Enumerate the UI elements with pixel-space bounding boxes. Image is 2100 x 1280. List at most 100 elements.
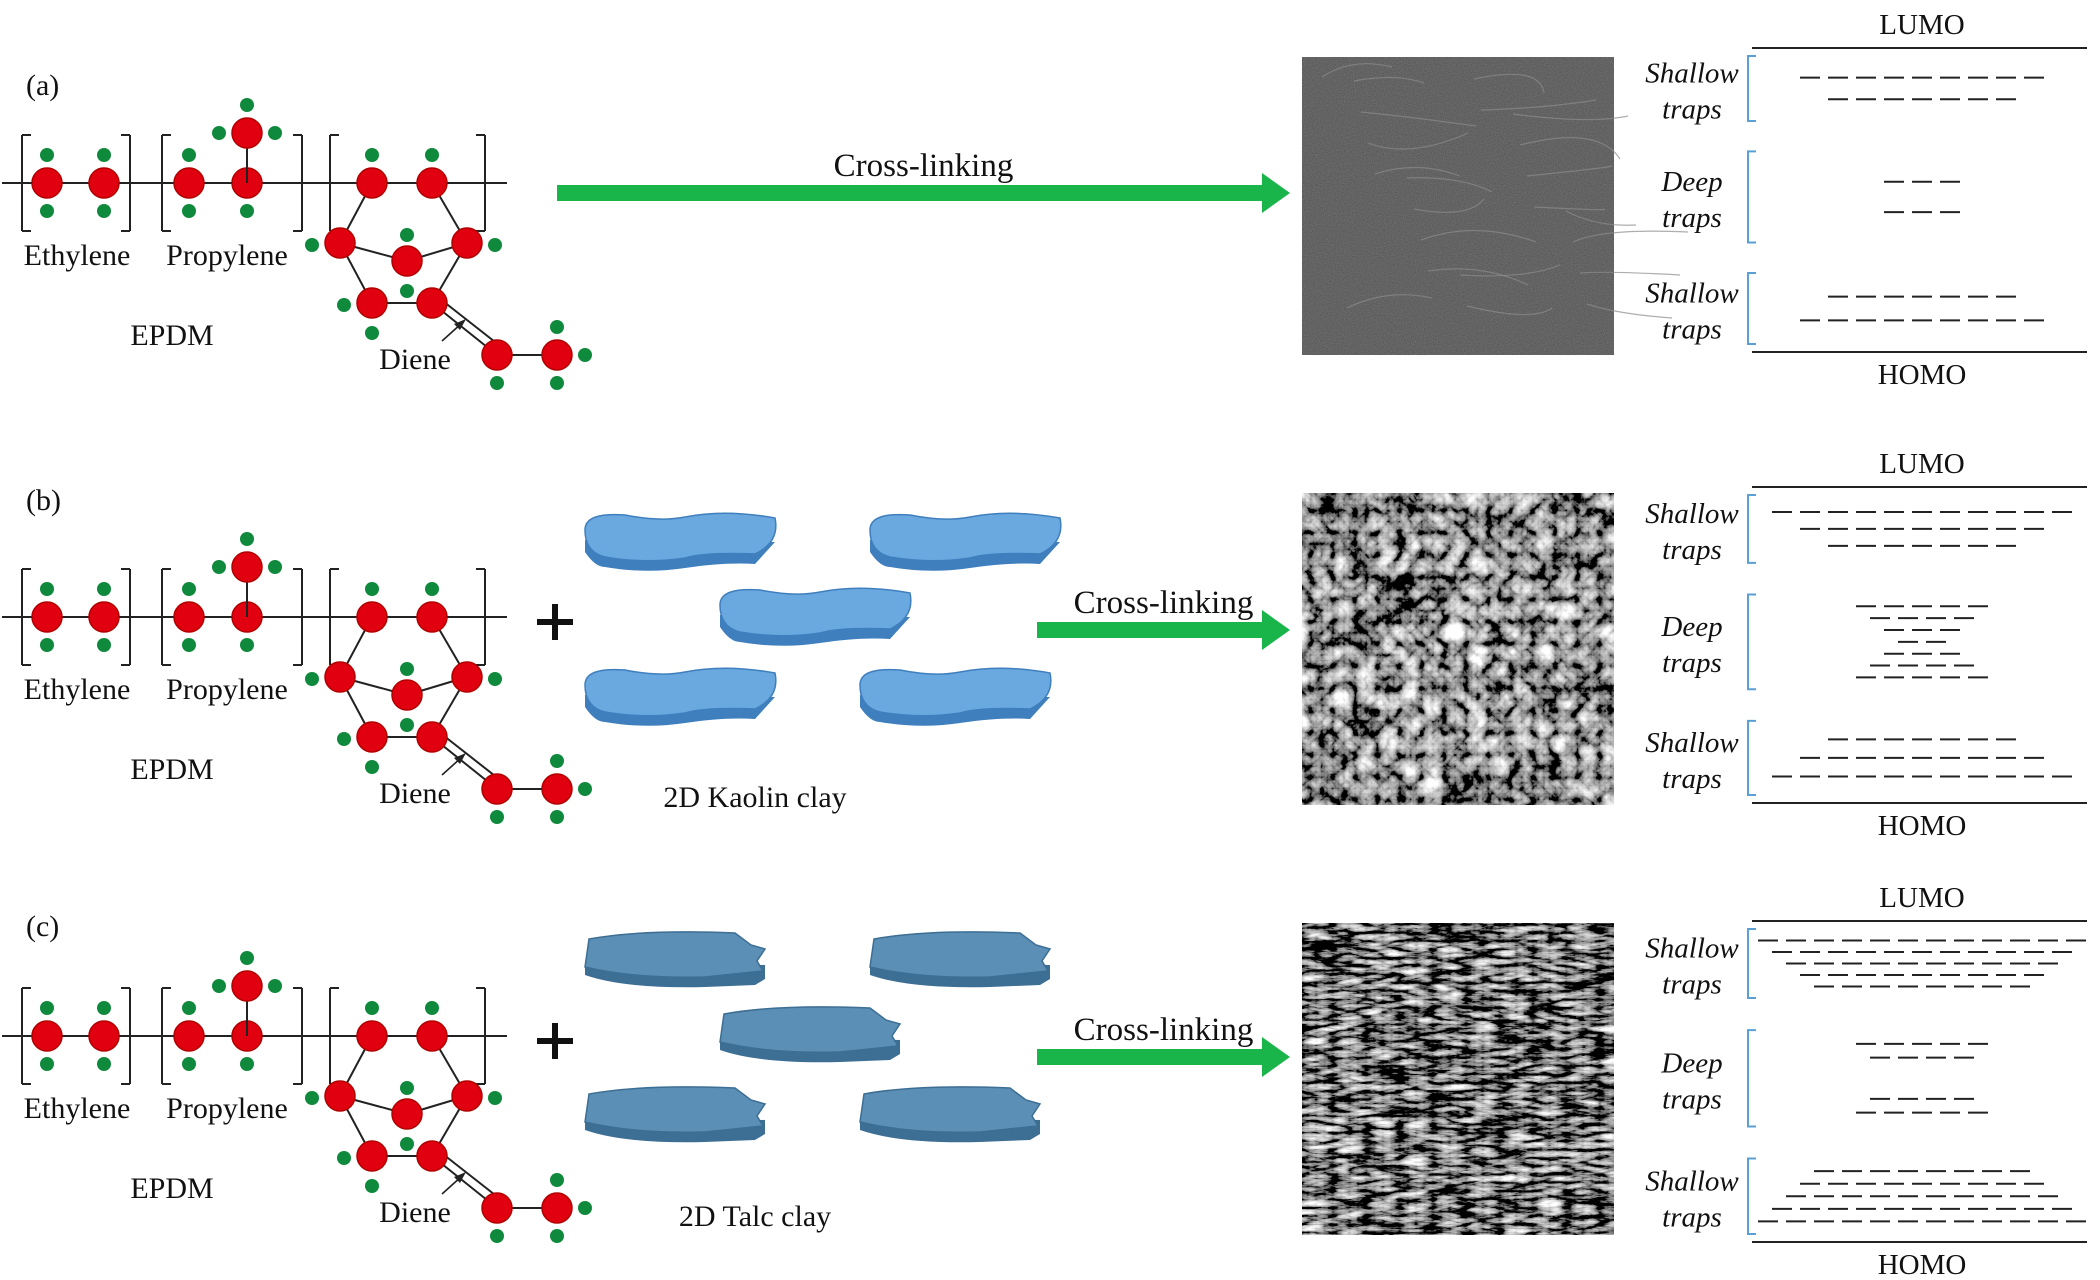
carbon-atom [356, 721, 388, 753]
hydrogen-atom [488, 238, 502, 252]
sem-fiber [1565, 210, 1637, 226]
sem-fiber [1586, 303, 1673, 319]
carbon-atom [356, 167, 388, 199]
hydrogen-atom [97, 582, 111, 596]
homo-label: HOMO [1878, 1249, 1967, 1280]
hydrogen-atom [400, 284, 414, 298]
sem-fiber [1321, 63, 1393, 78]
ethylene-label: Ethylene [24, 1092, 131, 1125]
hydrogen-atom [578, 1201, 592, 1215]
carbon-atom [481, 339, 513, 371]
trap-bracket [1747, 271, 1756, 345]
hydrogen-atom [182, 638, 196, 652]
trap-label: Shallow [1645, 933, 1739, 965]
sem-fiber [1519, 136, 1621, 160]
carbon-atom [173, 1020, 205, 1052]
hydrogen-atom [40, 1001, 54, 1015]
hydrogen-atom [182, 1001, 196, 1015]
hydrogen-atom [40, 204, 54, 218]
carbon-atom [324, 661, 356, 693]
ethylene-label: Ethylene [24, 673, 131, 706]
carbon-atom [416, 287, 448, 319]
sem-texture [1302, 493, 1614, 805]
hydrogen-atom [365, 582, 379, 596]
hydrogen-atom [268, 126, 282, 140]
sem-texture [1302, 923, 1614, 1235]
panel-tag: (c) [26, 910, 59, 943]
trap-label: traps [1662, 1201, 1722, 1233]
trap-label: traps [1662, 313, 1722, 345]
hydrogen-atom [40, 148, 54, 162]
hydrogen-atom [268, 560, 282, 574]
hydrogen-atom [305, 238, 319, 252]
epdm-label: EPDM [130, 753, 213, 786]
hydrogen-atom [305, 672, 319, 686]
trap-label: Shallow [1645, 1165, 1739, 1197]
hydrogen-atom [425, 1001, 439, 1015]
diene-label: Diene [379, 343, 451, 376]
diene-pointer-head [454, 753, 466, 764]
hydrogen-atom [97, 1001, 111, 1015]
hydrogen-atom [240, 638, 254, 652]
hydrogen-atom [578, 782, 592, 796]
propylene-label: Propylene [166, 239, 288, 272]
crosslinking-label: Cross-linking [834, 148, 1014, 184]
trap-bracket [1747, 1029, 1756, 1128]
crosslinking-label: Cross-linking [1074, 585, 1254, 621]
sem-fiber [1427, 268, 1529, 286]
sem-fiber [1480, 99, 1597, 111]
plus-sign [552, 1023, 558, 1059]
lumo-label: LUMO [1879, 882, 1964, 914]
carbon-atom [231, 117, 263, 149]
hydrogen-atom [97, 148, 111, 162]
sem-fiber [1346, 294, 1433, 309]
talc-plate [859, 1086, 1042, 1134]
trap-bracket [1747, 1157, 1756, 1235]
filler-label: 2D Kaolin clay [663, 781, 846, 814]
trap-label: Shallow [1645, 277, 1739, 309]
carbon-atom [416, 1140, 448, 1172]
hydrogen-atom [578, 348, 592, 362]
sem-fiber [1473, 73, 1545, 94]
trap-label: Shallow [1645, 727, 1739, 759]
carbon-atom [173, 167, 205, 199]
carbon-atom [88, 601, 120, 633]
sem-fiber [1572, 230, 1689, 243]
crosslinking-arrow-shaft [1037, 1049, 1266, 1065]
trap-bracket [1747, 55, 1756, 122]
carbon-atom [451, 1080, 483, 1112]
trap-bracket [1747, 928, 1756, 1000]
hydrogen-atom [240, 1057, 254, 1071]
sem-fiber [1466, 305, 1553, 316]
hydrogen-atom [268, 979, 282, 993]
carbon-atom [416, 1020, 448, 1052]
filler-label: 2D Talc clay [679, 1200, 831, 1233]
hydrogen-atom [182, 582, 196, 596]
hydrogen-atom [97, 204, 111, 218]
talc-plate [869, 931, 1052, 979]
talc-clay-group [584, 931, 1052, 1143]
crosslinking-arrow-head [1262, 610, 1290, 650]
hydrogen-atom [365, 760, 379, 774]
panel-tag: (b) [26, 484, 61, 517]
hydrogen-atom [240, 532, 254, 546]
sem-fiber [1353, 76, 1425, 84]
trap-bracket [1747, 719, 1756, 796]
hydrogen-atom [400, 718, 414, 732]
propylene-label: Propylene [166, 673, 288, 706]
sem-fiber [1459, 264, 1561, 277]
kaolin-plate [859, 667, 1052, 717]
carbon-atom [391, 245, 423, 277]
carbon-atom [356, 1020, 388, 1052]
sem-fiber [1579, 271, 1681, 276]
hydrogen-atom [305, 1091, 319, 1105]
hydrogen-atom [182, 1057, 196, 1071]
carbon-atom [31, 167, 63, 199]
hydrogen-atom [240, 98, 254, 112]
crosslinking-arrow-head [1262, 1037, 1290, 1077]
trap-label: traps [1662, 93, 1722, 125]
carbon-atom [231, 551, 263, 583]
hydrogen-atom [212, 560, 226, 574]
hydrogen-atom [337, 298, 351, 312]
